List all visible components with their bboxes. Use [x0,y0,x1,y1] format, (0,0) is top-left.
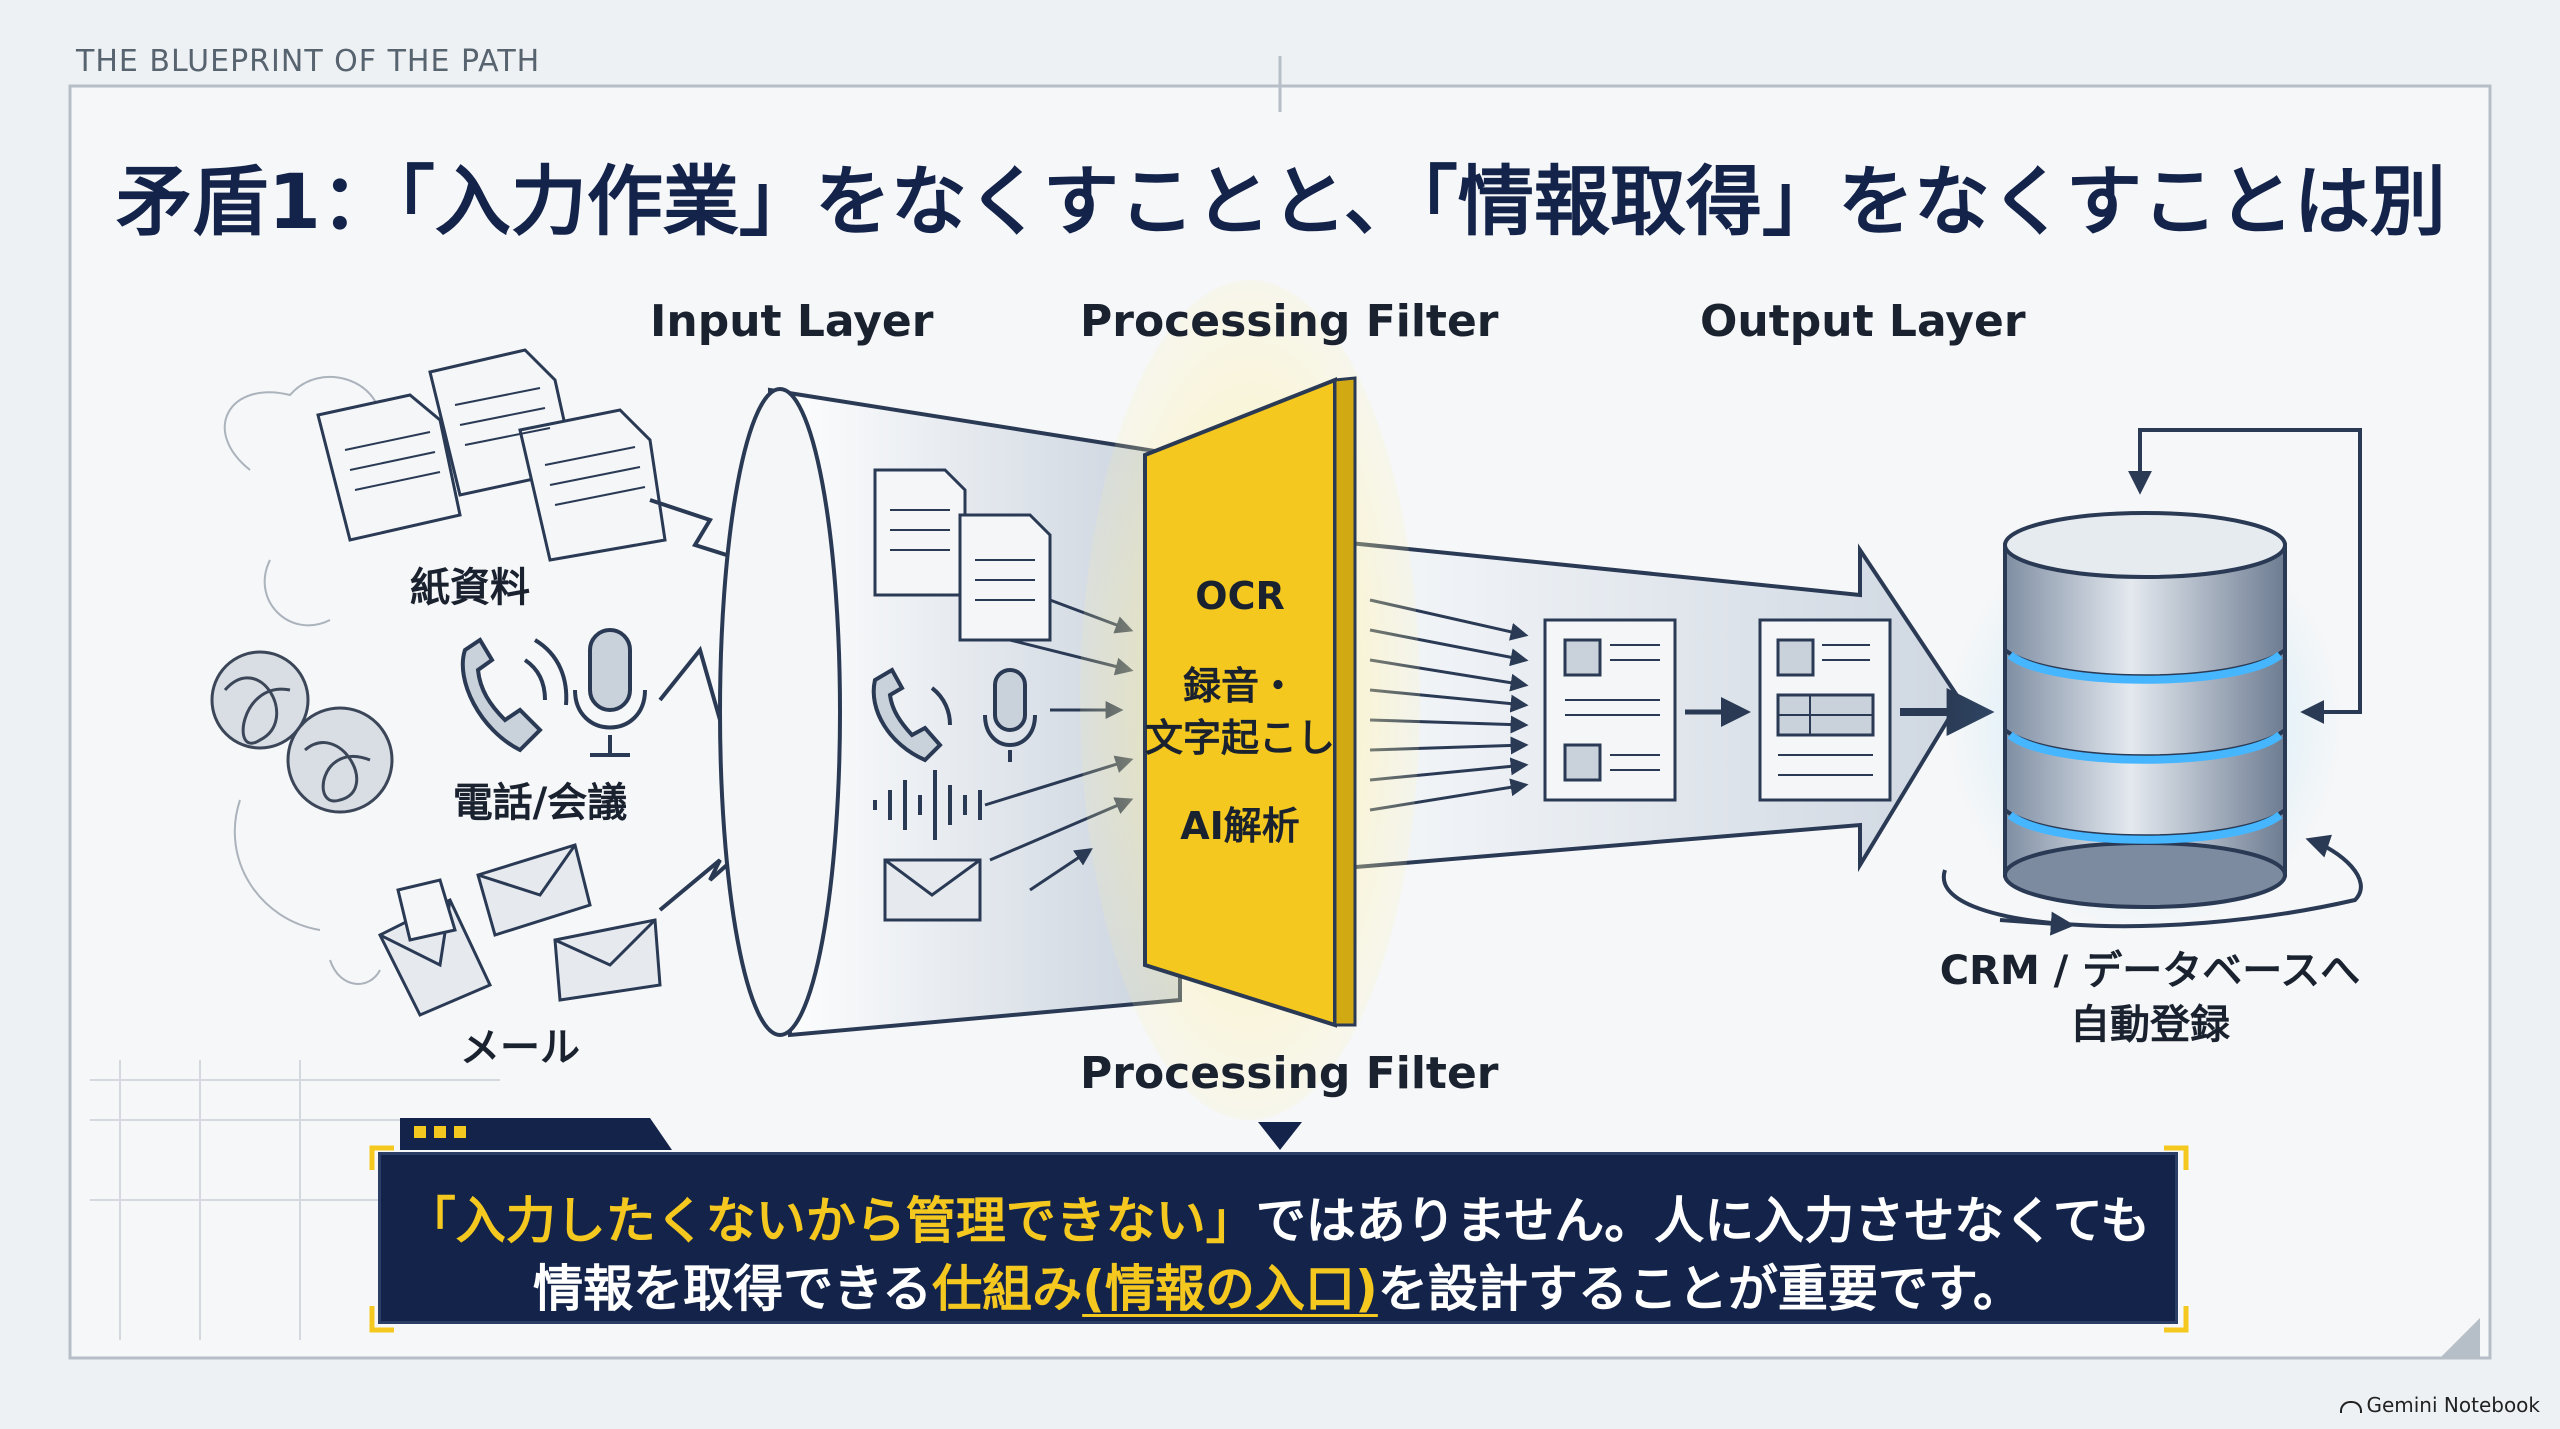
crm-database-label-line2: 自動登録 [2070,1002,2230,1048]
mail-icon [377,843,662,1017]
filter-ocr-label: OCR [1195,574,1285,618]
funnel-mic-icon [983,668,1037,762]
tangle-icon [210,650,394,814]
paper-documents-icon [316,348,667,562]
filter-transcribe-line1: 録音・ [1182,664,1297,708]
processing-filter-bottom-label: Processing Filter [1080,1048,1499,1099]
filter-ai-label: AI解析 [1180,804,1300,848]
phone-icon [460,637,569,753]
crm-database-label-line1: CRM / データベースへ [1939,948,2361,994]
input-funnel [718,387,1182,1038]
database-icon [1945,511,2345,935]
callout-box: 「入力したくないから管理できない」ではありません。人に入力させなくても 情報を取… [378,1152,2178,1324]
microphone-icon [573,628,647,757]
funnel-documents-icon [873,468,1052,642]
record-card-icon [1543,618,1677,802]
callout-text-2b: を設計することが重要です。 [1377,1260,2023,1318]
series-label: THE BLUEPRINT OF THE PATH [76,44,541,79]
sketch-cloud [223,376,381,985]
structured-record-icon [1758,618,1892,802]
brand-label: Gemini Notebook [2366,1393,2540,1417]
callout-text-2a: 情報を取得できる [533,1260,933,1318]
callout-line-1: 「入力したくないから管理できない」ではありません。人に入力させなくても [381,1181,2175,1253]
filter-transcribe-line2: 文字起こし [1144,716,1335,760]
paper-label: 紙資料 [410,565,530,611]
funnel-mail-icon [883,858,982,922]
processing-filter-top-label: Processing Filter [1080,296,1499,347]
funnel-phone-icon [871,667,952,763]
callout-highlight-2: 仕組み [932,1260,1083,1318]
mail-label: メール [460,1025,580,1071]
callout-line-2: 情報を取得できる仕組み(情報の入口)を設計することが重要です。 [381,1249,2175,1321]
callout-text-1: ではありません。人に入力させなくても [1255,1192,2151,1250]
callout-highlight-1: 「入力したくないから管理できない」 [405,1192,1256,1250]
phone-meeting-label: 電話/会議 [452,780,628,826]
page-title: 矛盾1：「入力作業」をなくすことと、「情報取得」をなくすことは別 [116,157,2446,246]
processing-filter-panel [1080,280,1420,1120]
brand-logo-icon [2340,1400,2363,1413]
output-layer-label: Output Layer [1700,296,2026,347]
input-layer-label: Input Layer [650,296,934,347]
callout-underline-2: (情報の入口) [1082,1260,1378,1318]
soundwave-icon [873,770,982,840]
brand-footer: Gemini Notebook [2340,1393,2540,1417]
sync-loop-arrows [1941,428,2363,936]
